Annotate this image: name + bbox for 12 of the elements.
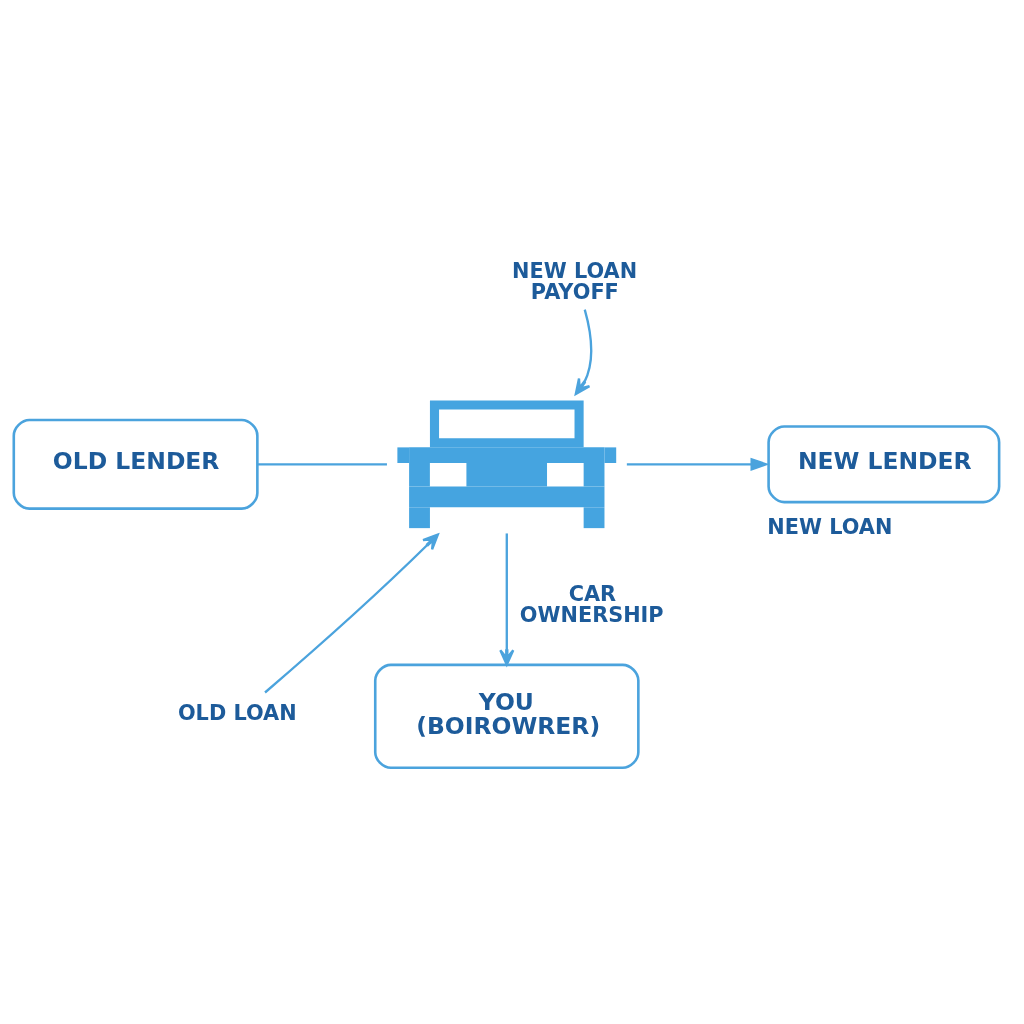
- node-box: YOU (BOIROWRER): [373, 663, 640, 769]
- node-label: NEW LOAN: [767, 514, 893, 539]
- node-box: OLD LENDER: [12, 418, 259, 510]
- arrow: [499, 532, 515, 666]
- edge-label: CAR OWNERSHIP: [519, 581, 664, 627]
- node-text: OLD LOAN: [177, 700, 297, 725]
- arrow: [264, 532, 439, 693]
- node-box: NEW LENDER: [767, 424, 1001, 503]
- connector: [257, 462, 387, 465]
- arrow: [574, 308, 593, 395]
- arrow: [626, 457, 770, 471]
- node-text: NEW LOAN PAYOFF: [512, 258, 638, 304]
